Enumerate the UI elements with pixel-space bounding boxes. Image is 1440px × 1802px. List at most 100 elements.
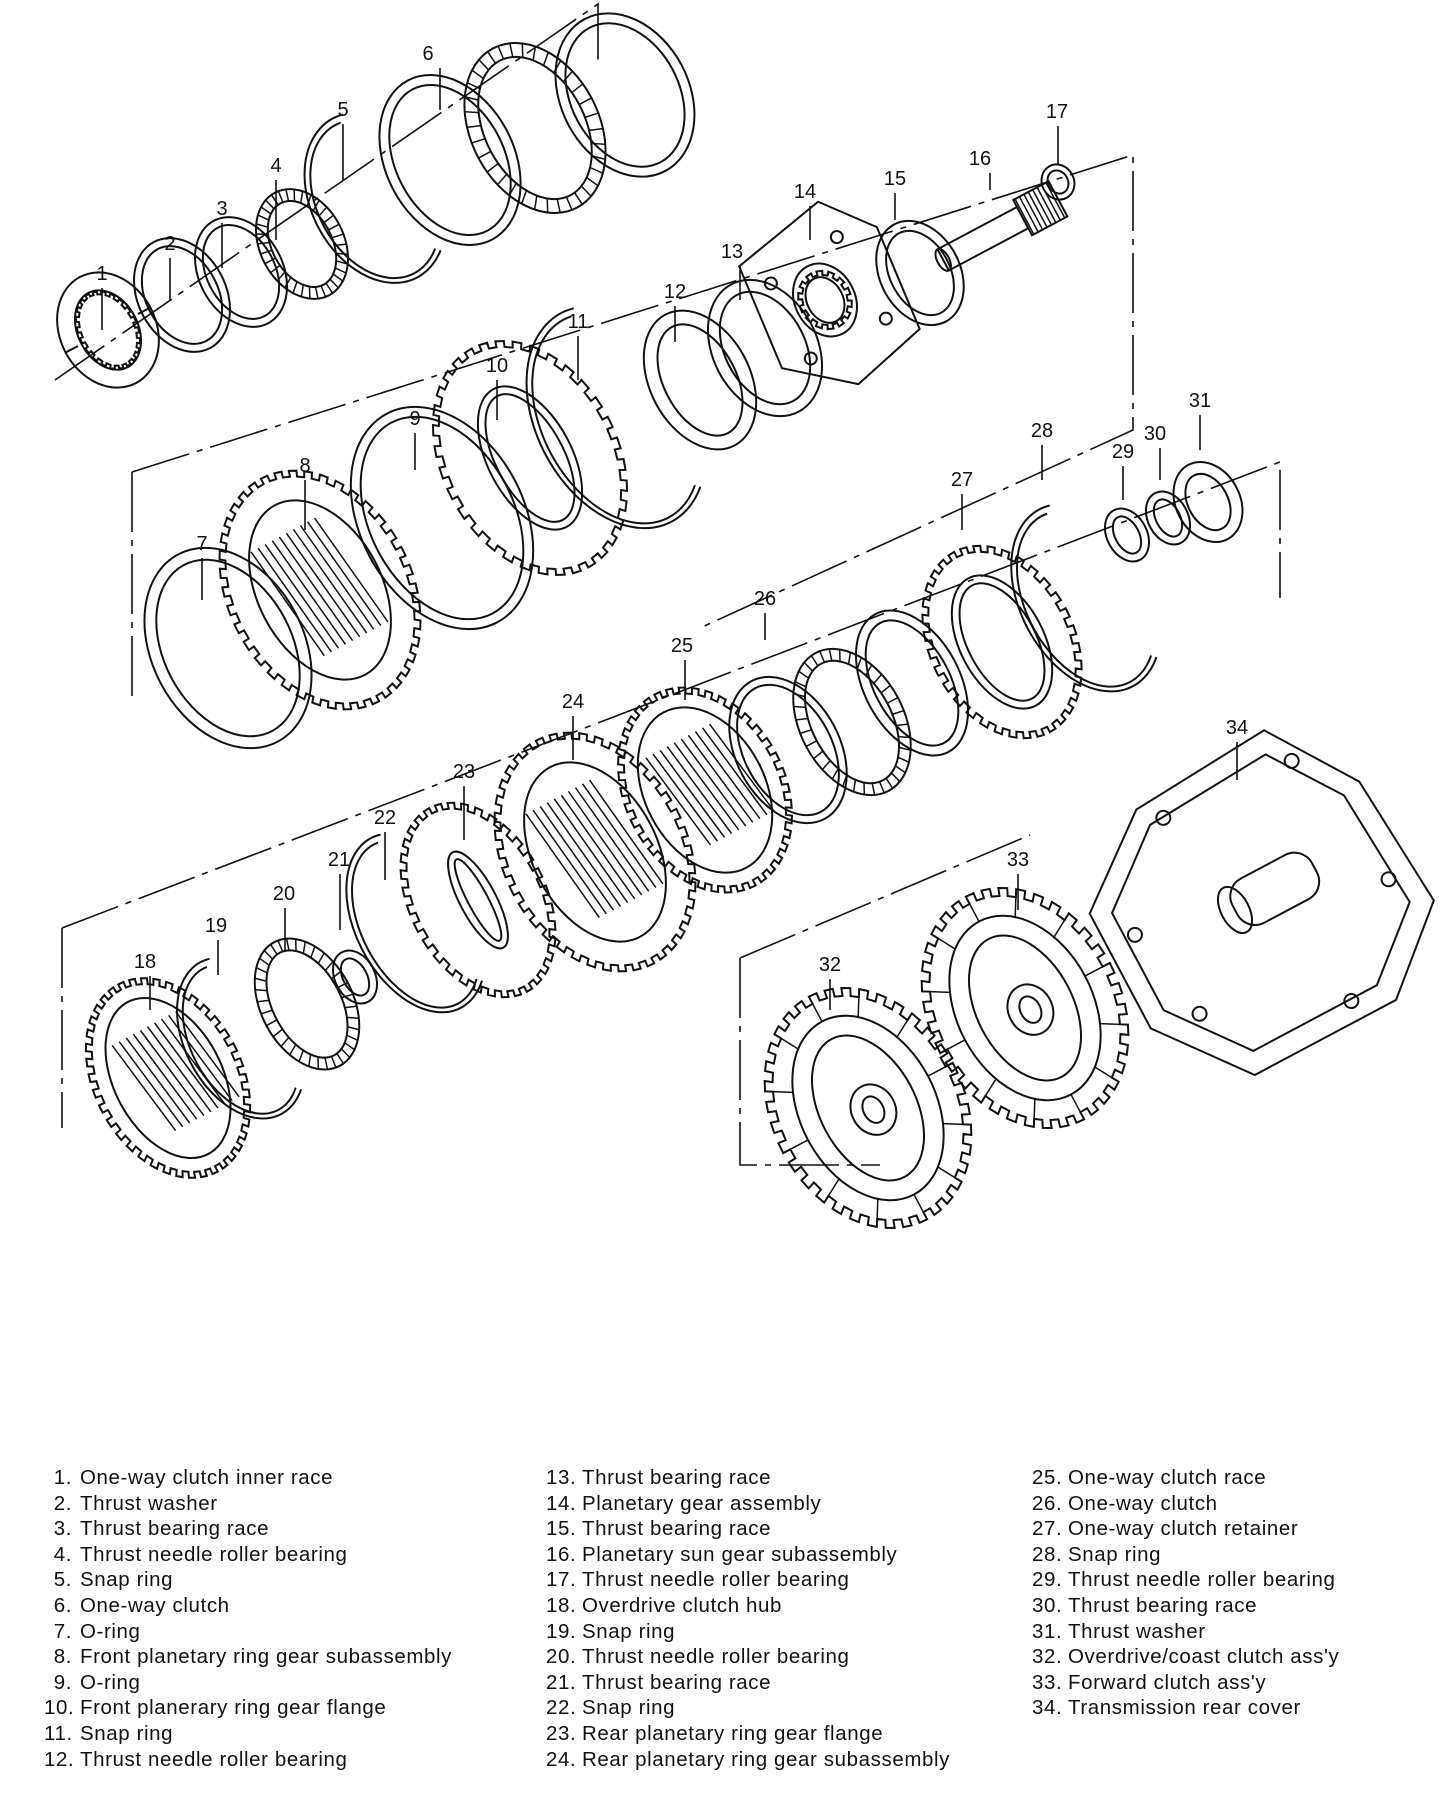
- leader-outline: [739, 834, 1031, 1166]
- callout-number: 18: [134, 951, 156, 973]
- legend-item-number: 31.: [1032, 1619, 1063, 1643]
- callout-number: 30: [1144, 423, 1166, 445]
- part-needle: [253, 937, 361, 1071]
- legend-item-number: 13.: [546, 1466, 577, 1489]
- legend-item-text: Forward clutch ass'y: [1068, 1670, 1267, 1694]
- legend-item: 16.Planetary sun gear subassembly: [546, 1542, 950, 1568]
- leader-outline: [131, 153, 1134, 700]
- legend-item-text: Snap ring: [80, 1721, 174, 1745]
- callout-number: 12: [664, 281, 686, 303]
- legend-item-text: Thrust needle roller bearing: [582, 1568, 850, 1592]
- part-plate: [921, 544, 1083, 740]
- callout-number: 6: [422, 43, 433, 65]
- part-snap: [303, 113, 442, 284]
- callout-number: 3: [216, 198, 227, 220]
- legend-item-number: 14.: [546, 1491, 577, 1515]
- part-drum: [920, 887, 1130, 1129]
- legend-item-number: 33.: [1032, 1670, 1063, 1694]
- legend-item: 3.Thrust bearing race: [44, 1516, 452, 1542]
- legend-item-text: One-way clutch race: [1068, 1466, 1267, 1489]
- part-ring: [1103, 507, 1151, 563]
- callout-number: 20: [273, 883, 295, 905]
- legend-item-number: 8.: [53, 1645, 72, 1669]
- leader-outline: [54, 2, 599, 381]
- legend-item-number: 10.: [44, 1696, 75, 1720]
- legend-item-number: 23.: [546, 1721, 577, 1745]
- callout-number: 28: [1031, 420, 1053, 442]
- callout-number: 15: [884, 168, 906, 190]
- legend-item: 12.Thrust needle roller bearing: [44, 1747, 452, 1773]
- legend-item-text: Rear planetary ring gear flange: [582, 1721, 884, 1745]
- legend-item: 22.Snap ring: [546, 1695, 950, 1721]
- callout-number: 25: [671, 635, 693, 657]
- legend-item-number: 4.: [53, 1542, 72, 1566]
- callout-number: 11: [568, 311, 589, 333]
- legend-item: 30.Thrust bearing race: [1032, 1593, 1339, 1619]
- legend-item: 17.Thrust needle roller bearing: [546, 1567, 950, 1593]
- part-ring: [193, 216, 289, 328]
- legend-item-text: Snap ring: [1068, 1542, 1162, 1566]
- legend-item-number: 34.: [1032, 1696, 1063, 1720]
- legend-item-number: 6.: [53, 1593, 72, 1617]
- part-ring: [642, 309, 758, 451]
- callout-number: 14: [794, 181, 816, 203]
- callout-number: 5: [337, 99, 348, 121]
- legend-item: 34.Transmission rear cover: [1032, 1695, 1339, 1721]
- callout-number: 24: [562, 691, 584, 713]
- part-snap: [525, 307, 702, 530]
- legend-item-number: 5.: [53, 1568, 72, 1592]
- part-needle: [463, 42, 607, 214]
- part-ring: [554, 12, 696, 178]
- legend-item: 14.Planetary gear assembly: [546, 1491, 950, 1517]
- exploded-parts-diagram: 1234567891011121314151617181920212223242…: [54, 2, 1435, 1229]
- legend-item: 10.Front planerary ring gear flange: [44, 1695, 452, 1721]
- parts: [56, 12, 1435, 1229]
- legend-item: 23.Rear planetary ring gear flange: [546, 1721, 950, 1747]
- legend-item: 28.Snap ring: [1032, 1542, 1339, 1568]
- part-cover: [1088, 729, 1435, 1077]
- leader-outline: [61, 460, 1281, 1128]
- legend-item-number: 22.: [546, 1696, 577, 1720]
- legend-item-text: Thrust bearing race: [582, 1517, 772, 1541]
- legend-item: 18.Overdrive clutch hub: [546, 1593, 950, 1619]
- legend-item: 27.One-way clutch retainer: [1032, 1516, 1339, 1542]
- legend-item: 7.O-ring: [44, 1619, 452, 1645]
- legend-item-text: One-way clutch inner race: [80, 1466, 334, 1489]
- legend-item: 21.Thrust bearing race: [546, 1670, 950, 1696]
- part-thick: [56, 271, 160, 389]
- callout-number: 10: [486, 355, 508, 377]
- legend-item-number: 26.: [1032, 1491, 1063, 1515]
- legend-item-number: 16.: [546, 1542, 577, 1566]
- part-ring: [875, 219, 965, 327]
- part-gearring: [493, 731, 697, 973]
- legend-item-number: 27.: [1032, 1517, 1063, 1541]
- legend-item: 4.Thrust needle roller bearing: [44, 1542, 452, 1568]
- callout-number: 26: [754, 588, 776, 610]
- callout-number: 1: [96, 263, 107, 285]
- callout-number: 17: [1046, 101, 1068, 123]
- legend-item-text: Snap ring: [80, 1568, 174, 1592]
- legend-item-number: 3.: [53, 1517, 72, 1541]
- legend-item-text: Thrust needle roller bearing: [582, 1645, 850, 1669]
- part-ring: [706, 278, 824, 418]
- part-gearring: [218, 469, 422, 711]
- legend-item-number: 9.: [53, 1670, 72, 1694]
- legend-item-number: 11.: [44, 1721, 73, 1745]
- callout-number: 4: [270, 155, 281, 177]
- callout-number: 2: [164, 233, 175, 255]
- legend-item-text: Front planerary ring gear flange: [80, 1696, 387, 1720]
- callout-number: 16: [969, 148, 991, 170]
- legend-item-text: Thrust washer: [1068, 1619, 1206, 1643]
- part-snap: [1010, 504, 1158, 693]
- legend-item-number: 32.: [1032, 1645, 1063, 1669]
- legend-item-text: Thrust needle roller bearing: [1068, 1568, 1336, 1592]
- legend-item-text: Planetary gear assembly: [582, 1491, 822, 1515]
- legend-item-number: 20.: [546, 1645, 577, 1669]
- callout-number: 33: [1007, 849, 1029, 871]
- part-gearring: [617, 686, 793, 894]
- legend-item: 32.Overdrive/coast clutch ass'y: [1032, 1644, 1339, 1670]
- callout-number: 8: [299, 455, 310, 477]
- legend-item-text: Overdrive clutch hub: [582, 1593, 783, 1617]
- part-ring: [728, 675, 848, 825]
- legend-item-text: Snap ring: [582, 1619, 676, 1643]
